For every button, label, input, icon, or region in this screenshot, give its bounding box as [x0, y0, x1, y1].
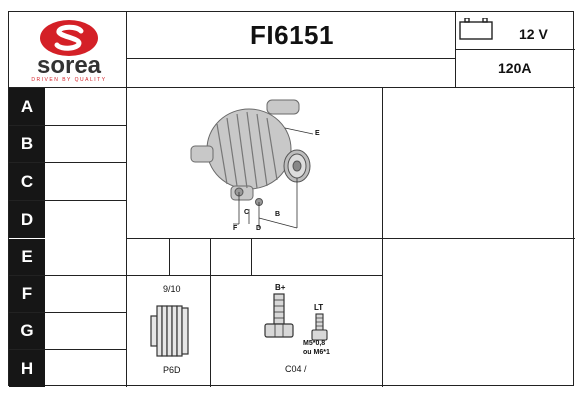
amperage-value: 120A	[498, 60, 532, 76]
callout-c: C	[244, 209, 250, 216]
voltage-value: 12 V	[519, 26, 548, 42]
row-label-g: G	[9, 313, 45, 349]
divider	[126, 238, 575, 239]
row-label-b: B	[9, 126, 45, 162]
divider	[9, 162, 126, 163]
battery-icon	[459, 17, 493, 45]
product-sheet: sorea DRIVEN BY QUALITY FI6151 12 V 120A…	[8, 11, 575, 387]
divider	[9, 125, 126, 126]
divider	[126, 275, 382, 276]
lt-label: LT	[314, 303, 324, 312]
divider	[382, 87, 383, 387]
brand-name: sorea	[36, 52, 102, 79]
brand-logo: sorea DRIVEN BY QUALITY	[19, 18, 119, 84]
callout-b: B	[275, 211, 281, 218]
divider	[210, 238, 211, 387]
part-number: FI6151	[250, 19, 334, 50]
stud-icon	[310, 312, 330, 347]
thread-size-primary: M5*0,8	[303, 340, 326, 347]
divider	[9, 200, 126, 201]
divider	[126, 58, 455, 59]
pulley-type-label: P6D	[163, 365, 181, 375]
pulley-grooves-label: 9/10	[163, 284, 181, 294]
row-label-a: A	[9, 88, 45, 125]
divider	[126, 12, 127, 387]
divider	[9, 312, 126, 313]
callout-e: E	[315, 130, 320, 137]
row-label-d: D	[9, 201, 45, 238]
divider	[9, 275, 126, 276]
row-label-f: F	[9, 276, 45, 312]
callout-d: D	[256, 225, 262, 232]
row-label-h: H	[9, 350, 45, 387]
thread-size-alternate: ou M6*1	[303, 349, 330, 356]
brand-tagline: DRIVEN BY QUALITY	[31, 77, 107, 83]
pulley-icon	[149, 302, 193, 365]
terminal-code: C04 /	[285, 364, 307, 374]
callout-f: F	[233, 225, 238, 232]
divider	[251, 238, 252, 275]
divider	[9, 87, 575, 88]
b-plus-label: B+	[275, 283, 286, 292]
divider	[455, 49, 575, 50]
alternator-illustration: E C B F D	[187, 94, 337, 234]
row-label-e: E	[9, 239, 45, 275]
brand-logo-mark	[40, 20, 98, 56]
divider	[9, 349, 126, 350]
divider	[169, 238, 170, 275]
bolt-icon	[263, 292, 297, 347]
row-label-c: C	[9, 163, 45, 200]
alternator-icon	[190, 99, 314, 229]
